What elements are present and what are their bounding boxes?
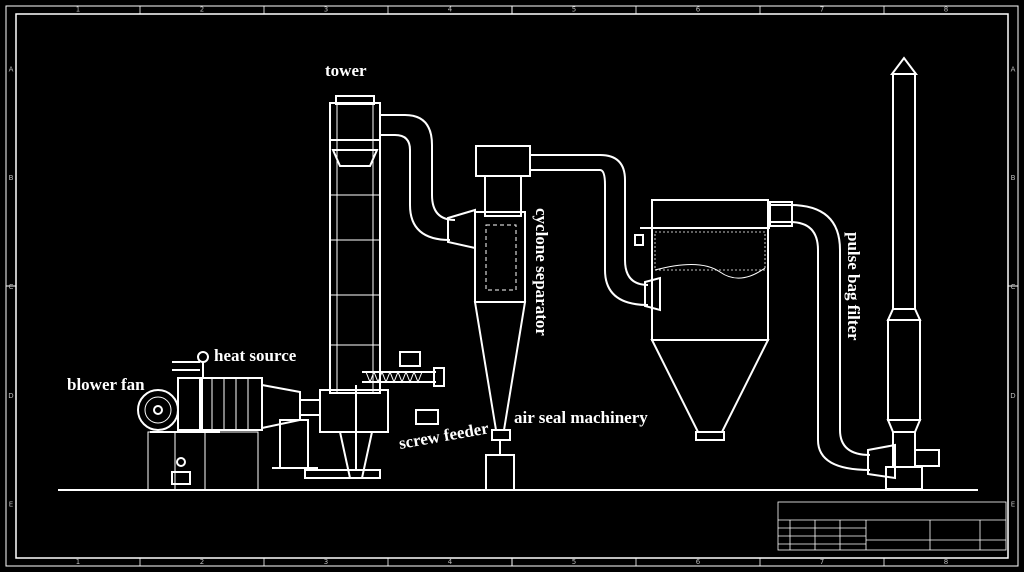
tower-label: tower — [325, 61, 367, 80]
tower — [304, 95, 389, 479]
row-marker-D: D — [1010, 392, 1015, 400]
heat-source-label: heat source — [214, 346, 297, 365]
cyclone-separator — [473, 145, 600, 491]
column-marker-5: 5 — [572, 6, 576, 14]
column-marker-1: 1 — [76, 558, 80, 566]
column-marker-1: 1 — [76, 6, 80, 14]
tower-to-cyclone-duct — [380, 114, 476, 250]
heat-source — [172, 351, 320, 469]
column-marker-2: 2 — [200, 6, 204, 14]
screw-feeder — [362, 351, 445, 425]
row-markers: A A B B C C D D E E — [8, 65, 1015, 508]
row-marker-C: C — [9, 283, 14, 291]
column-marker-4: 4 — [448, 6, 453, 14]
blower-fan — [137, 377, 259, 491]
row-marker-B: B — [9, 174, 14, 182]
cyclone-separator-label: cyclone separator — [532, 208, 551, 336]
row-marker-B: B — [1011, 174, 1016, 182]
row-marker-C: C — [1011, 283, 1016, 291]
screw-feeder-label: screw feeder — [397, 418, 490, 453]
air-seal-machinery-label: air seal machinery — [514, 408, 648, 427]
column-marker-8: 8 — [944, 558, 948, 566]
column-marker-2: 2 — [200, 558, 204, 566]
column-marker-5: 5 — [572, 558, 576, 566]
blower-fan-label: blower fan — [67, 375, 145, 394]
row-marker-A: A — [1011, 65, 1016, 73]
column-marker-4: 4 — [448, 558, 453, 566]
drawing-frame — [5, 5, 1019, 567]
column-marker-6: 6 — [696, 558, 701, 566]
pulse-bag-filter — [634, 199, 770, 441]
column-markers: 1 1 2 2 3 3 4 4 5 5 6 6 7 7 8 8 — [76, 6, 948, 566]
row-marker-E: E — [1011, 501, 1015, 509]
column-marker-8: 8 — [944, 6, 948, 14]
row-marker-E: E — [9, 501, 13, 509]
cyclone-to-filter-duct — [599, 154, 661, 312]
chimney — [885, 56, 923, 490]
column-marker-3: 3 — [324, 6, 328, 14]
title-block — [777, 501, 1007, 551]
row-marker-A: A — [9, 65, 14, 73]
column-marker-6: 6 — [696, 6, 701, 14]
row-marker-D: D — [8, 392, 13, 400]
column-marker-7: 7 — [820, 6, 824, 14]
column-marker-7: 7 — [820, 558, 824, 566]
pulse-bag-filter-label: pulse bag filter — [844, 232, 863, 341]
column-marker-3: 3 — [324, 558, 328, 566]
